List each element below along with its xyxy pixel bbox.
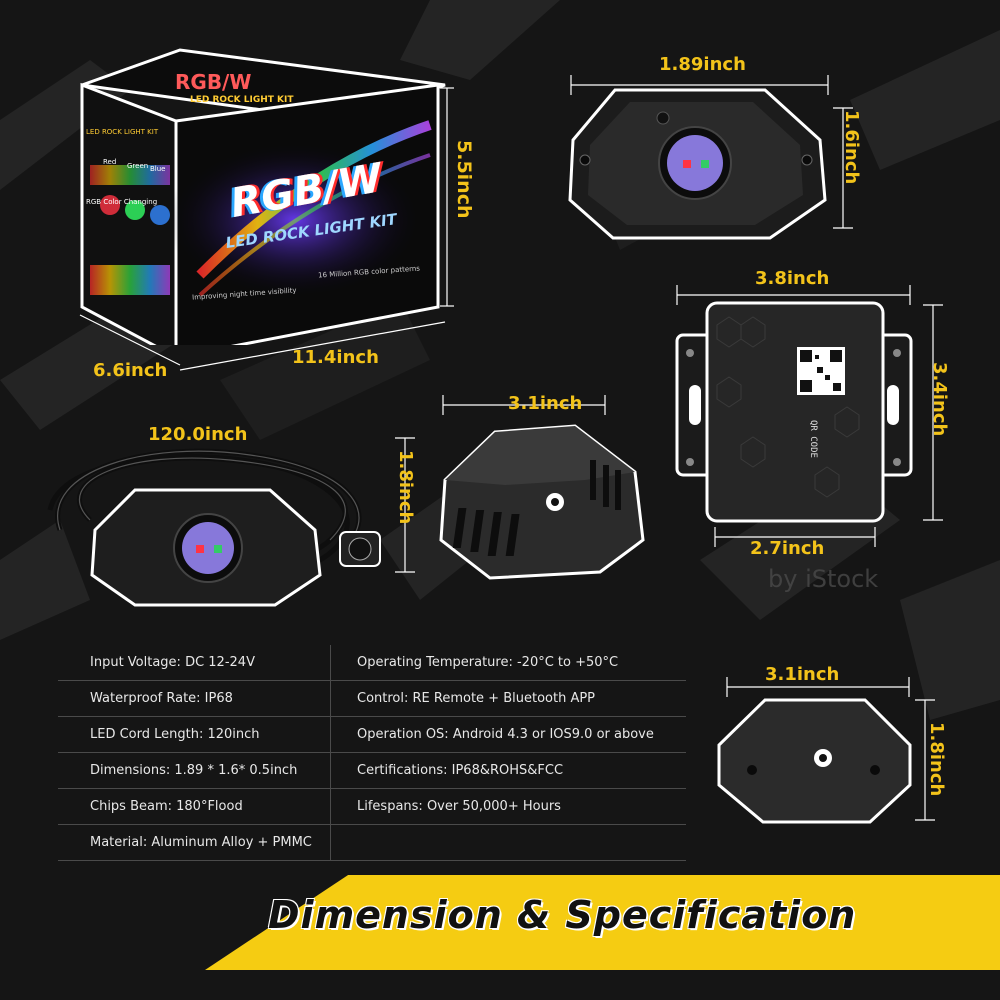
spec-cell: Waterproof Rate: IP68 (58, 680, 331, 717)
box-brand-top: RGB/W (175, 70, 252, 94)
bottom-height-label: 1.8inch (926, 722, 947, 797)
side-height-label: 1.8inch (395, 450, 416, 525)
qr-code-label: QR CODE (808, 420, 818, 458)
bottom-length-label: 3.1inch (765, 664, 840, 685)
side-length-label: 3.1inch (508, 393, 583, 414)
spec-table: Input Voltage: DC 12-24V Operating Tempe… (58, 645, 686, 861)
controller-inner-width-label: 2.7inch (750, 538, 825, 559)
box-brand-side: LED ROCK LIGHT KIT (86, 128, 159, 136)
spec-cell (330, 824, 686, 861)
box-color-blue: Blue (150, 165, 166, 173)
box-depth-label: 6.6inch (93, 360, 168, 381)
spec-cell: Operating Temperature: -20°C to +50°C (330, 645, 686, 681)
pod-bottom-body (717, 698, 912, 824)
watermark: by iStock (768, 565, 879, 593)
pod-height-label: 1.6inch (841, 110, 862, 185)
spec-row: Dimensions: 1.89 * 1.6* 0.5inch Certific… (58, 752, 686, 789)
box-color-changing: RGB Color Changing (86, 198, 158, 206)
banner-title: Dimension & Specification (268, 893, 857, 937)
spec-row: Chips Beam: 180°Flood Lifespans: Over 50… (58, 788, 686, 825)
controller-height-label: 3.4inch (929, 362, 950, 437)
pod-top-view (568, 75, 853, 240)
spec-cell: Chips Beam: 180°Flood (58, 788, 331, 825)
box-color-red: Red (103, 158, 117, 166)
spec-row: Material: Aluminum Alloy + PMMC (58, 824, 686, 861)
box-height-label: 5.5inch (453, 140, 475, 219)
cord-length-label: 120.0inch (148, 424, 248, 445)
pod-side-view (395, 395, 645, 580)
title-banner (205, 875, 1000, 970)
controller-box (675, 285, 943, 547)
package-box (80, 48, 446, 345)
spec-cell: Operation OS: Android 4.3 or IOS9.0 or a… (330, 716, 686, 753)
spec-cell: Lifespans: Over 50,000+ Hours (330, 788, 686, 825)
controller-width-label: 3.8inch (755, 268, 830, 289)
box-subtitle-top: LED ROCK LIGHT KIT (190, 95, 294, 105)
spec-cell: Input Voltage: DC 12-24V (58, 645, 331, 681)
spec-row: Waterproof Rate: IP68 Control: RE Remote… (58, 680, 686, 717)
spec-cell: LED Cord Length: 120inch (58, 716, 331, 753)
spec-cell: Control: RE Remote + Bluetooth APP (330, 680, 686, 717)
pod-width-label: 1.89inch (659, 54, 746, 75)
box-color-green: Green (127, 162, 149, 170)
pod-bottom-view (717, 677, 935, 824)
pod-with-cord (47, 448, 381, 607)
box-width-label: 11.4inch (292, 347, 379, 368)
spec-row: Input Voltage: DC 12-24V Operating Tempe… (58, 645, 686, 681)
controller-body (705, 301, 885, 523)
spec-cell: Certifications: IP68&ROHS&FCC (330, 752, 686, 789)
spec-row: LED Cord Length: 120inch Operation OS: A… (58, 716, 686, 753)
spec-cell: Dimensions: 1.89 * 1.6* 0.5inch (58, 752, 331, 789)
spec-cell: Material: Aluminum Alloy + PMMC (58, 824, 331, 861)
